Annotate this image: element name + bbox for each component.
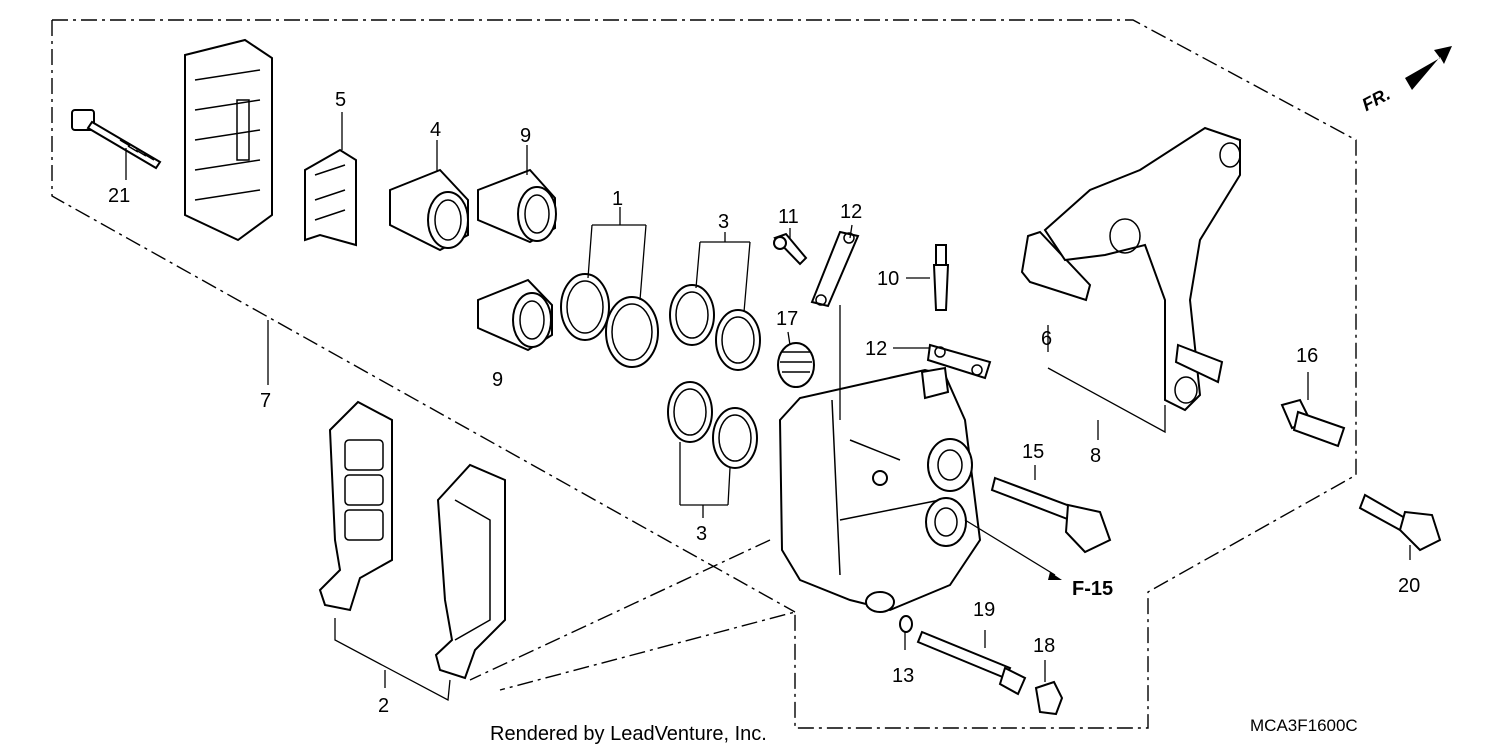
credit-text: Rendered by LeadVenture, Inc. — [490, 723, 767, 745]
caliper-body-part — [778, 366, 982, 613]
caliper-cover-part — [184, 38, 273, 242]
callout-3: 3 — [696, 523, 707, 545]
reference-label: F-15 — [1072, 578, 1113, 600]
bleeder-screw-part — [773, 232, 808, 266]
callout-17: 17 — [776, 308, 798, 330]
bolt-part — [71, 109, 162, 170]
callout-1: 1 — [612, 188, 623, 210]
callout-13: 13 — [892, 665, 914, 687]
callout-20: 20 — [1398, 575, 1420, 597]
callout-7: 7 — [260, 390, 271, 412]
pad-spring-part — [304, 148, 357, 247]
callout-10: 10 — [877, 268, 899, 290]
boot-part — [777, 342, 815, 388]
callout-9: 9 — [492, 369, 503, 391]
callout-6: 6 — [1041, 328, 1052, 350]
piston-seal-part — [560, 273, 659, 368]
piston-part — [477, 168, 557, 244]
o-ring-part — [899, 615, 913, 633]
callout-2: 2 — [378, 695, 389, 717]
joint-plate-part — [810, 230, 860, 308]
bleeder-valve-part — [932, 244, 950, 311]
pad-clip-part — [1020, 230, 1092, 302]
callout-5: 5 — [335, 89, 346, 111]
pin-plug-part — [1034, 680, 1064, 716]
callout-12: 12 — [840, 201, 862, 223]
piston-part — [389, 168, 469, 252]
callout-15: 15 — [1022, 441, 1044, 463]
piston-part — [477, 278, 553, 352]
leader-lines — [125, 112, 1411, 702]
front-direction-arrow-icon — [1405, 46, 1452, 90]
callout-12: 12 — [865, 338, 887, 360]
brake-pad-part — [434, 463, 506, 680]
bolt-part — [1280, 398, 1346, 448]
assembly-boundary — [52, 19, 1357, 729]
callout-9: 9 — [520, 125, 531, 147]
assembly-boundary-lower — [51, 20, 796, 681]
hanger-pin-part — [916, 630, 1027, 696]
callout-21: 21 — [108, 185, 130, 207]
arrow-icon — [1048, 572, 1062, 580]
diagram-code: MCA3F1600C — [1250, 716, 1358, 735]
pin-bolt-part — [990, 476, 1112, 554]
dust-seal-part — [667, 284, 761, 469]
caliper-bracket-part — [1043, 126, 1241, 412]
callout-18: 18 — [1033, 635, 1055, 657]
callout-16: 16 — [1296, 345, 1318, 367]
callout-8: 8 — [1090, 445, 1101, 467]
callout-4: 4 — [430, 119, 441, 141]
joint-plate-part — [926, 343, 992, 380]
callout-3: 3 — [718, 211, 729, 233]
brake-pad-part — [318, 400, 393, 612]
callout-19: 19 — [973, 599, 995, 621]
callout-11: 11 — [778, 206, 799, 228]
front-direction-label: FR. — [1359, 84, 1394, 115]
bolt-part — [1358, 493, 1442, 552]
